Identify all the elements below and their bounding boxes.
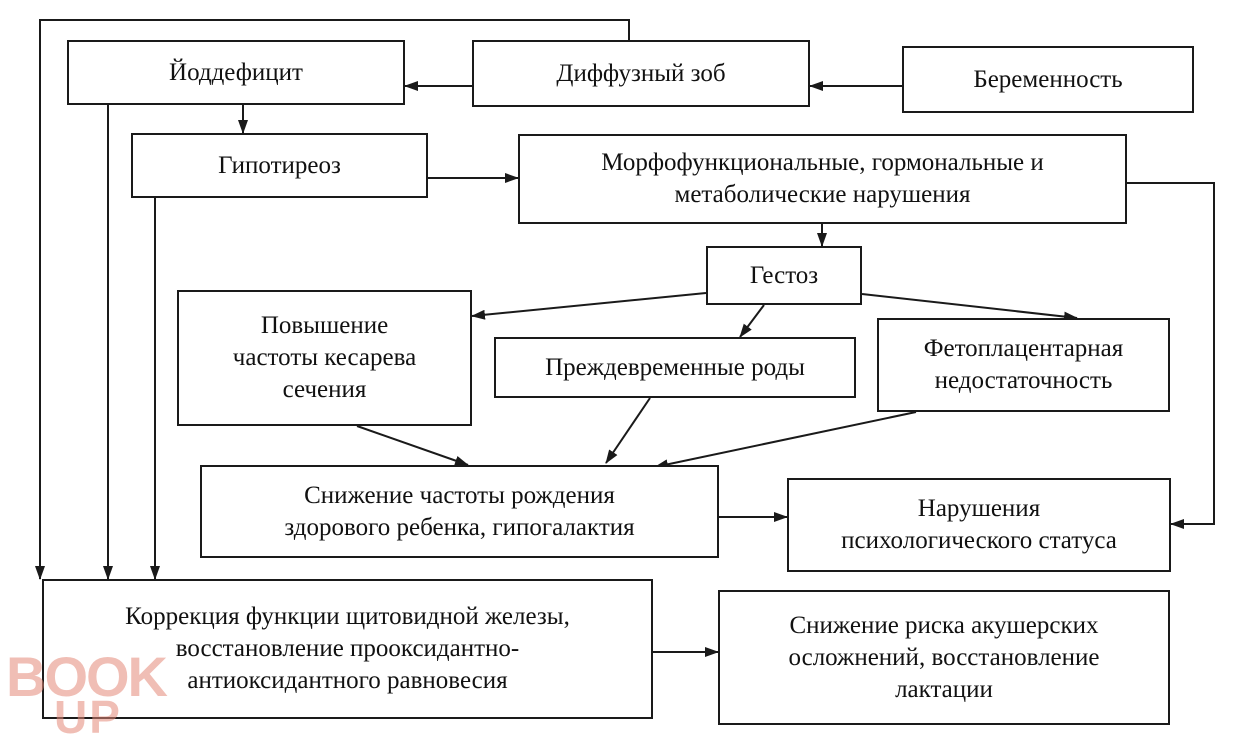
arrow-goiter-to-correction [35, 19, 630, 580]
arrow-morpho-to-psych [1127, 182, 1215, 529]
arrow-cesarean-to-healthy [356, 425, 469, 466]
node-morphofunctional-disorders: Морфофункциональные, гормональные и мета… [518, 134, 1127, 224]
node-risk-reduction: Снижение риска акушерских осложнений, во… [718, 590, 1170, 725]
node-cesarean-increase: Повышение частоты кесарева сечения [177, 290, 472, 426]
node-psychological-disorders: Нарушения психологического статуса [787, 478, 1171, 572]
arrow-gestosis-to-fetoplacental [861, 293, 1078, 322]
arrow-fetoplacental-to-healthy [654, 411, 917, 470]
node-gestosis: Гестоз [706, 246, 862, 305]
node-fetoplacental-insufficiency: Фетоплацентарная недостаточность [877, 318, 1170, 412]
node-preterm-birth: Преждевременные роды [494, 337, 856, 398]
arrow-gestosis-to-preterm [739, 304, 765, 338]
node-diffuse-goiter: Диффузный зоб [472, 40, 810, 107]
node-hypothyroidism: Гипотиреоз [131, 133, 428, 198]
arrow-preterm-to-healthy [605, 397, 651, 464]
node-thyroid-correction: Коррекция функции щитовидной железы, вос… [42, 579, 653, 719]
node-healthy-child-reduction: Снижение частоты рождения здорового ребе… [200, 465, 719, 558]
arrow-gestosis-to-cesarean [471, 292, 707, 320]
node-pregnancy: Беременность [902, 46, 1194, 113]
node-iodine-deficiency: Йоддефицит [67, 40, 405, 105]
